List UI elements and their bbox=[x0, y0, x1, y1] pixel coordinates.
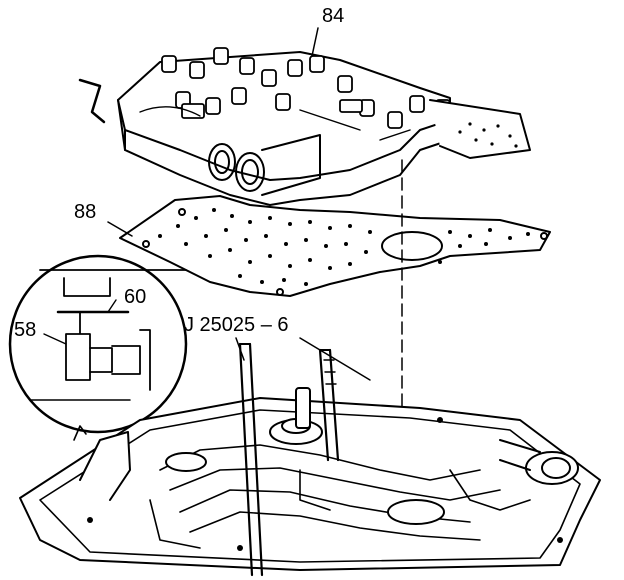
guide-pins-tool bbox=[238, 342, 340, 577]
callout-60: 60 bbox=[124, 286, 147, 308]
callout-tool: J 25025 – 6 bbox=[184, 314, 289, 336]
detail-inset bbox=[8, 254, 188, 434]
callout-88: 88 bbox=[74, 201, 97, 223]
leader-88 bbox=[107, 221, 133, 237]
spacer-plate bbox=[119, 195, 551, 297]
transmission-case bbox=[19, 387, 601, 571]
callout-84: 84 bbox=[322, 5, 345, 27]
leader-tool-right bbox=[299, 337, 371, 381]
detail-arrow bbox=[73, 425, 87, 441]
valve-body-assembly bbox=[78, 47, 531, 206]
leader-tool-left bbox=[235, 337, 245, 361]
leader-84 bbox=[311, 27, 319, 57]
callout-58: 58 bbox=[14, 319, 37, 341]
